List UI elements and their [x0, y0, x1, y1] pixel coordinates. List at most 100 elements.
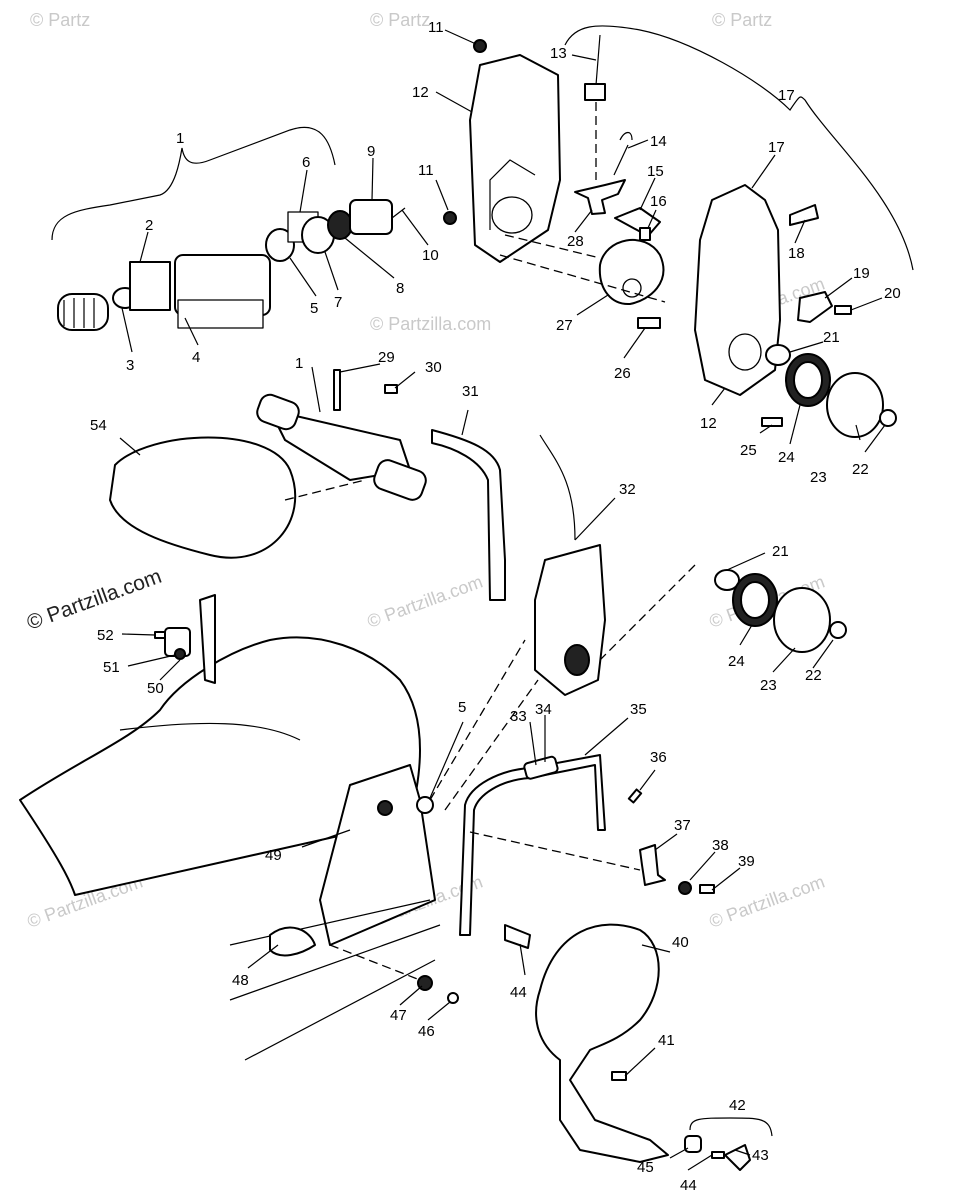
callout-23-lower: 23 [760, 677, 777, 694]
pad-54 [109, 436, 297, 559]
callout-22-top: 22 [852, 461, 869, 478]
callout-17: 17 [768, 139, 785, 156]
callout-18: 18 [788, 245, 805, 262]
callout-44-bottom: 44 [680, 1177, 697, 1194]
callout-12-top: 12 [412, 84, 429, 101]
callout-22-lower: 22 [805, 667, 822, 684]
callout-40: 40 [672, 934, 689, 951]
callout-35: 35 [630, 701, 647, 718]
callout-42: 42 [729, 1097, 746, 1114]
callout-5-top: 5 [310, 300, 318, 317]
nut-22-lower [829, 621, 847, 639]
watermark-top-right: © Partz [712, 10, 772, 30]
bracket-44 [504, 924, 531, 949]
seat [19, 594, 421, 896]
callout-24-top: 24 [778, 449, 795, 466]
callout-50: 50 [147, 680, 164, 697]
cam-15 [614, 207, 661, 237]
bar-31 [431, 429, 506, 601]
screw-20 [834, 305, 852, 315]
wingnut-43 [724, 1144, 751, 1171]
pivot-37 [639, 844, 666, 886]
screw-25 [761, 417, 783, 427]
nut-22 [879, 409, 897, 427]
callout-14: 14 [650, 133, 667, 150]
callout-34: 34 [535, 701, 552, 718]
callout-3: 3 [126, 357, 134, 374]
pin-16 [639, 227, 651, 241]
callout-46: 46 [418, 1023, 435, 1040]
grip-right [373, 459, 427, 501]
spring-14 [613, 131, 633, 176]
bearing-8 [327, 210, 353, 240]
callout-31: 31 [462, 383, 479, 400]
callout-37: 37 [674, 817, 691, 834]
callout-47: 47 [390, 1007, 407, 1024]
bracket-42 [689, 1117, 773, 1137]
sleeve-34 [523, 755, 559, 780]
watermark-top-center: © Partz [370, 10, 430, 30]
callout-44-rod: 44 [510, 984, 527, 1001]
cover-17-right [694, 184, 897, 438]
washer-21 [765, 344, 791, 366]
callout-30: 30 [425, 359, 442, 376]
cover-17-hole [728, 333, 762, 371]
callout-38: 38 [712, 837, 729, 854]
pin-36 [627, 788, 643, 804]
callout-54: 54 [90, 417, 107, 434]
pin-26 [637, 317, 661, 329]
footrest-40 [535, 923, 751, 1171]
cable-cover-32 [534, 434, 606, 696]
heated-grip-assembly [57, 199, 406, 331]
callout-39: 39 [738, 853, 755, 870]
callout-32: 32 [619, 481, 636, 498]
washer-46 [447, 992, 459, 1004]
nut-11-top [473, 39, 487, 53]
callout-27: 27 [556, 317, 573, 334]
callout-19: 19 [853, 265, 870, 282]
lever-28 [574, 179, 626, 215]
grip-housing [177, 299, 264, 329]
callout-1-top: 1 [176, 130, 184, 147]
rod-assembly [459, 754, 715, 949]
cam-27-hub [622, 278, 642, 298]
callout-21-top: 21 [823, 329, 840, 346]
grab-handle-50 [199, 594, 216, 684]
bolt-52 [154, 631, 166, 639]
watermark-top-left: © Partz [30, 10, 90, 30]
screw-39 [699, 884, 715, 894]
watermark-left-dark: © Partzilla.com [24, 565, 165, 635]
callout-25: 25 [740, 442, 757, 459]
bracket-17 [564, 25, 914, 271]
callout-23-top: 23 [810, 469, 827, 486]
callout-8: 8 [396, 280, 404, 297]
bushing-5 [265, 228, 295, 262]
cable-clip-13 [584, 83, 606, 101]
callout-33: 33 [510, 708, 527, 725]
bracket-1 [51, 126, 336, 241]
callout-48: 48 [232, 972, 249, 989]
callout-9: 9 [367, 143, 375, 160]
nut-11-left [443, 211, 457, 225]
bracket-19 [797, 291, 833, 323]
callout-2: 2 [145, 217, 153, 234]
callout-10: 10 [422, 247, 439, 264]
handlebar-assembly [256, 369, 506, 601]
side-frame-49 [229, 639, 539, 1061]
bolt-18 [789, 204, 819, 226]
callout-4: 4 [192, 349, 200, 366]
bracket-48 [269, 926, 316, 957]
bracket-plate [129, 261, 171, 311]
linkage-parts [499, 34, 666, 329]
callout-26: 26 [614, 365, 631, 382]
frame-plate [319, 764, 436, 946]
callout-24-lower: 24 [728, 653, 745, 670]
callout-15: 15 [647, 163, 664, 180]
callout-7: 7 [334, 294, 342, 311]
callout-20: 20 [884, 285, 901, 302]
callout-21-lower: 21 [772, 543, 789, 560]
callout-49: 49 [265, 847, 282, 864]
pulley-23 [826, 372, 884, 438]
grip-end [57, 293, 109, 331]
